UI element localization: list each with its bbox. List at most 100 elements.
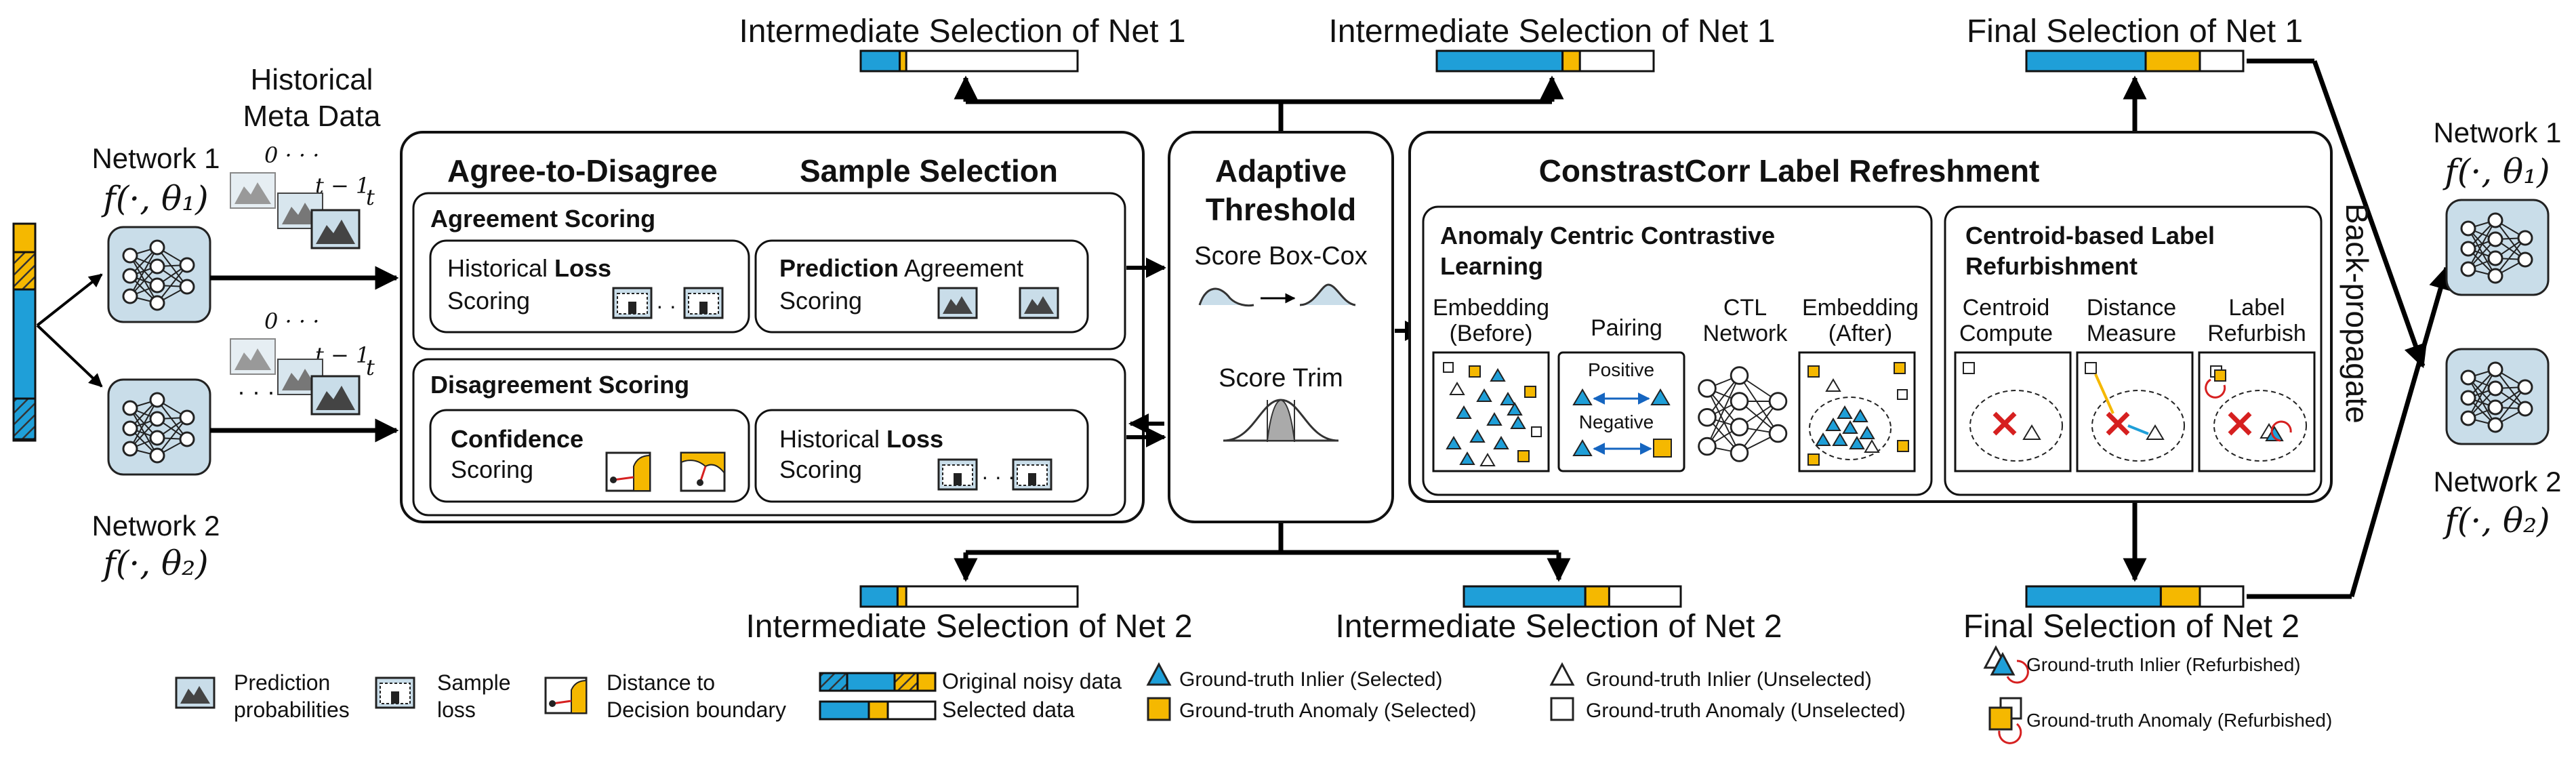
pred-agree-box bbox=[754, 239, 1089, 334]
emb-before-2: (Before) bbox=[1450, 321, 1533, 346]
confidence-scoring: Scoring bbox=[451, 456, 533, 483]
legend-loss-icon bbox=[375, 676, 415, 709]
network2-icon bbox=[107, 378, 211, 476]
svg-text:t − 1: t − 1 bbox=[315, 342, 369, 368]
centroid-2: Compute bbox=[1959, 321, 2053, 346]
original-noisy-data-bar bbox=[12, 222, 37, 442]
svg-text:Ground-truth Anomaly (Selected: Ground-truth Anomaly (Selected) bbox=[1179, 700, 1477, 722]
legend-selected-bar bbox=[819, 700, 937, 721]
back-propagate-label: Back-propagate bbox=[2339, 203, 2375, 424]
selected-anomaly-segment bbox=[2159, 585, 2201, 608]
hist-loss-1-text: Historical Loss bbox=[447, 254, 611, 282]
legend-distance-icon bbox=[544, 676, 588, 714]
svg-text:0 · · ·: 0 · · · bbox=[264, 142, 319, 168]
selected-anomaly-segment bbox=[899, 49, 907, 73]
cc-title: ConstrastCorr Label Refreshment bbox=[1539, 153, 2040, 188]
acl-title-2: Learning bbox=[1440, 252, 1543, 280]
label-refurbish-plot bbox=[2198, 351, 2316, 472]
score-boxcox-label: Score Box-Cox bbox=[1194, 242, 1368, 270]
historical-meta-line1: Historical bbox=[251, 63, 373, 96]
selection-bar-inter-top-left bbox=[859, 49, 1079, 73]
label-2: Refurbish bbox=[2207, 321, 2306, 346]
svg-text:· · ·: · · · bbox=[237, 378, 275, 405]
adaptive-title-1: Adaptive bbox=[1215, 153, 1347, 188]
top-connector-lines bbox=[954, 58, 2453, 599]
distance-measure-plot bbox=[2076, 351, 2194, 472]
trim-icon bbox=[1223, 399, 1339, 442]
network1-label-right: Network 1 bbox=[2433, 117, 2561, 148]
distance-icon bbox=[680, 451, 726, 492]
selected-inlier-segment bbox=[859, 49, 901, 73]
confidence-text: Confidence bbox=[451, 425, 584, 453]
network1-label: Network 1 bbox=[91, 142, 220, 174]
svg-text:loss: loss bbox=[437, 698, 476, 722]
svg-text:Decision boundary: Decision boundary bbox=[607, 698, 786, 722]
score-trim-label: Score Trim bbox=[1219, 364, 1343, 392]
network1-formula: f(·, θ₁) bbox=[100, 179, 208, 218]
network2-formula: f(·, θ₂) bbox=[100, 544, 208, 583]
network2-icon-right bbox=[2445, 348, 2550, 445]
loss-icon bbox=[612, 287, 653, 319]
selected-inlier-segment bbox=[2025, 585, 2162, 608]
svg-text:Ground-truth Inlier (Refurbish: Ground-truth Inlier (Refurbished) bbox=[2026, 654, 2301, 675]
network2-formula-right: f(·, θ₂) bbox=[2442, 501, 2550, 540]
confidence-box bbox=[429, 409, 750, 503]
hist-loss-2-text: Historical Loss bbox=[779, 425, 943, 453]
historical-stack-net2: 0 · · · t − 1 t · · · bbox=[230, 308, 375, 416]
selection-bar-final-top bbox=[2025, 49, 2245, 73]
selected-inlier-segment bbox=[2025, 49, 2147, 73]
distance-icon bbox=[605, 451, 651, 492]
svg-text:Ground-truth Anomaly (Unselect: Ground-truth Anomaly (Unselected) bbox=[1586, 700, 1906, 722]
distance-2: Measure bbox=[2087, 321, 2176, 346]
hist-loss-2-scoring: Scoring bbox=[779, 456, 862, 483]
centroid-1: Centroid bbox=[1963, 295, 2050, 321]
svg-text:Ground-truth Inlier (Unselecte: Ground-truth Inlier (Unselected) bbox=[1586, 668, 1872, 691]
adaptive-title-2: Threshold bbox=[1206, 192, 1356, 227]
historical-stack-net1: 0 · · · t − 1 t bbox=[230, 142, 375, 249]
net-to-a2d-arrows bbox=[210, 266, 399, 443]
acl-title-1: Anomaly Centric Contrastive bbox=[1440, 222, 1775, 249]
pred-agree-scoring: Scoring bbox=[779, 287, 862, 315]
ctl-network-icon bbox=[1698, 366, 1788, 462]
prediction-icon bbox=[1019, 287, 1059, 319]
a2d-adaptive-arrows bbox=[1126, 258, 1166, 447]
network2-label-right: Network 2 bbox=[2433, 466, 2561, 498]
historical-meta-line2: Meta Data bbox=[243, 100, 382, 133]
hist-loss-1-scoring: Scoring bbox=[447, 287, 530, 315]
final-sel-net1-label: Final Selection of Net 1 bbox=[1967, 14, 2303, 49]
centroid-compute-plot bbox=[1954, 351, 2072, 472]
network1-icon-right bbox=[2445, 199, 2550, 296]
label-1: Label bbox=[2228, 295, 2285, 321]
ctl-1: CTL bbox=[1723, 295, 1767, 321]
legend-anomaly-selected-icon bbox=[1147, 697, 1171, 721]
network2-label: Network 2 bbox=[91, 510, 220, 542]
adaptive-threshold-panel bbox=[1168, 131, 1394, 523]
svg-text:t − 1: t − 1 bbox=[315, 173, 369, 199]
svg-text:Prediction: Prediction bbox=[234, 670, 330, 695]
inter-sel-net2-bottom-right: Intermediate Selection of Net 2 bbox=[1335, 609, 1782, 645]
legend-anomaly-unselected-icon bbox=[1550, 697, 1574, 721]
cbl-title-2: Refurbishment bbox=[1965, 252, 2138, 280]
a2d-title-left: Agree-to-Disagree bbox=[447, 153, 718, 188]
selected-anomaly-segment bbox=[2144, 49, 2201, 73]
selection-bar-inter-bottom-left bbox=[859, 585, 1079, 608]
ellipsis: · · · bbox=[981, 464, 1015, 489]
boxcox-icon bbox=[1198, 283, 1356, 307]
emb-before-1: Embedding bbox=[1433, 295, 1549, 321]
svg-text:Ground-truth Inlier (Selected): Ground-truth Inlier (Selected) bbox=[1179, 668, 1443, 691]
svg-text:Sample: Sample bbox=[437, 670, 511, 695]
selected-inlier-segment bbox=[859, 585, 899, 608]
legend-prediction-icon bbox=[175, 676, 216, 709]
disagreement-title: Disagreement Scoring bbox=[430, 371, 689, 399]
legend: Prediction probabilities Sample loss Dis… bbox=[175, 645, 2332, 744]
svg-text:Negative: Negative bbox=[1579, 411, 1654, 432]
pairing-plot: Positive Negative bbox=[1557, 351, 1685, 472]
hist-loss-box-1 bbox=[429, 239, 750, 334]
distance-1: Distance bbox=[2087, 295, 2176, 321]
emb-after-1: Embedding bbox=[1802, 295, 1919, 321]
selected-anomaly-segment bbox=[896, 585, 907, 608]
legend-noisy-bar bbox=[819, 672, 937, 692]
selected-inlier-segment bbox=[1463, 585, 1587, 608]
agreement-title: Agreement Scoring bbox=[430, 205, 655, 233]
